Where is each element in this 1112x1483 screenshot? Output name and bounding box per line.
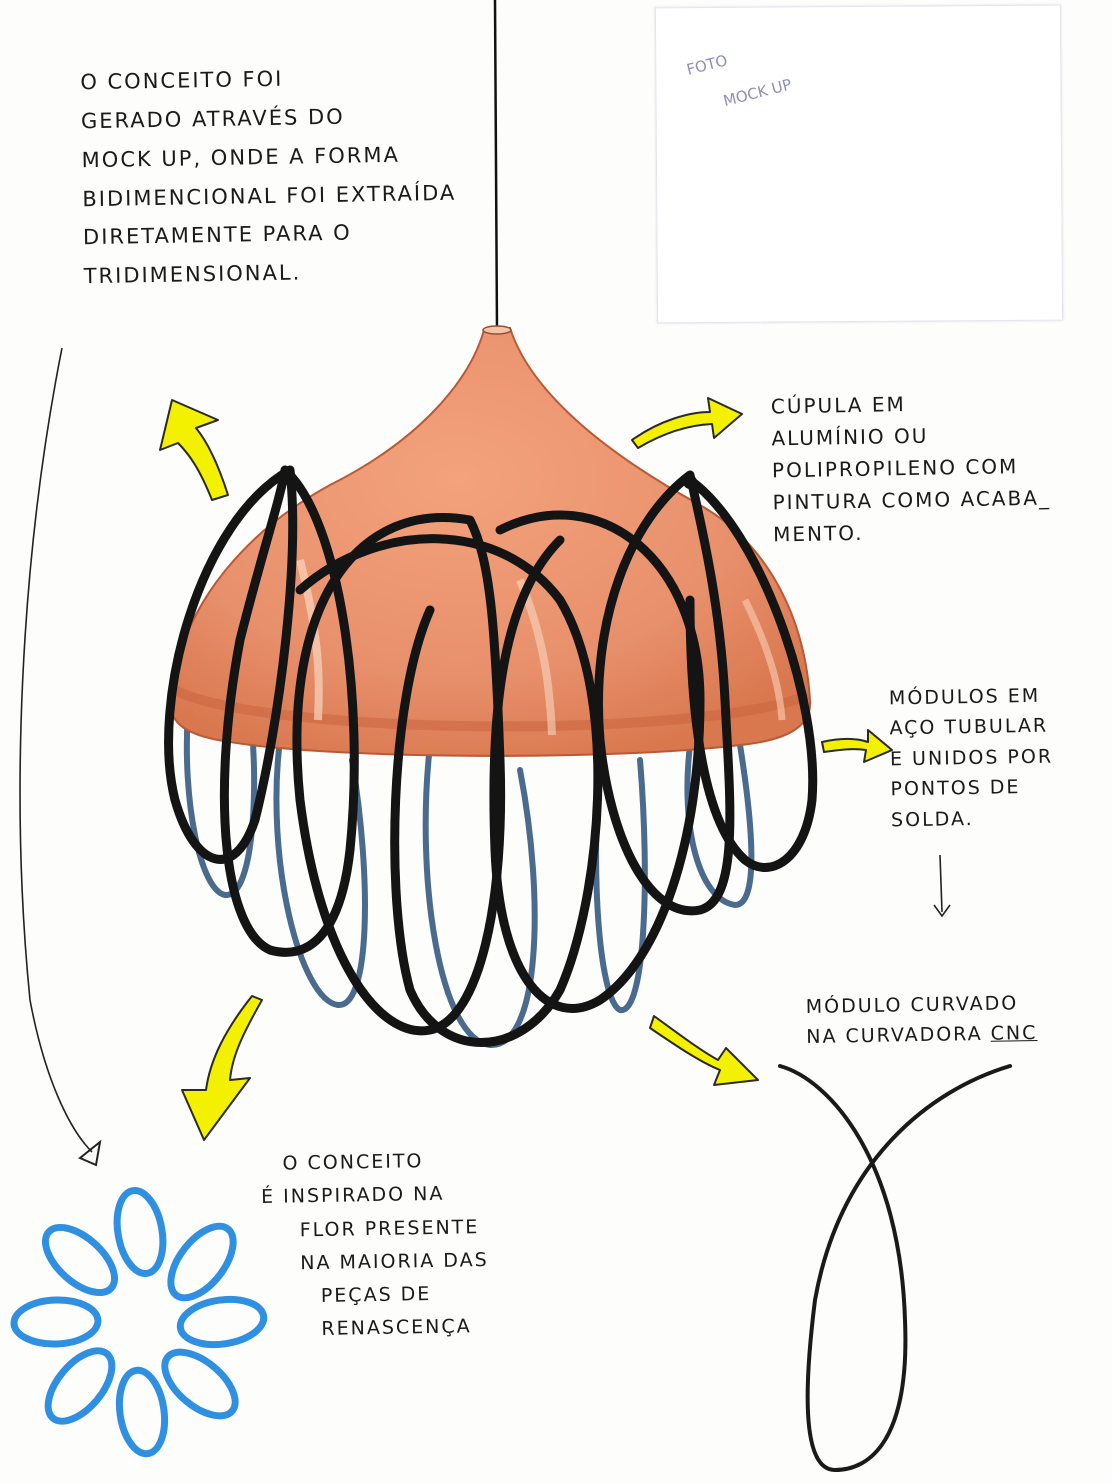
flower-petal (34, 1216, 126, 1305)
arrow-right-icon (822, 730, 892, 762)
loop-module-icon (780, 1066, 1010, 1470)
flower-petal (177, 1294, 266, 1349)
back-loop (426, 745, 535, 1045)
guide-line (20, 348, 92, 1152)
down-arrow-line (940, 855, 942, 912)
arrow-down-right-icon (650, 1016, 758, 1085)
guide-arrowhead-icon (80, 1142, 100, 1165)
suspension-cable (495, 0, 497, 330)
flower-petal (114, 1367, 169, 1456)
flower-icon (13, 1187, 266, 1457)
back-loop (596, 760, 645, 1010)
flower-petal (36, 1340, 124, 1433)
flower-petal (13, 1299, 98, 1346)
flower-petal (159, 1215, 245, 1308)
arrow-right-icon (632, 398, 742, 448)
arrow-up-left-icon (160, 400, 228, 500)
dome-top-opening (483, 326, 511, 334)
weld-point (280, 471, 294, 485)
flower-petal (111, 1187, 169, 1277)
arrow-down-left-icon (182, 996, 262, 1140)
weld-point (683, 475, 697, 489)
